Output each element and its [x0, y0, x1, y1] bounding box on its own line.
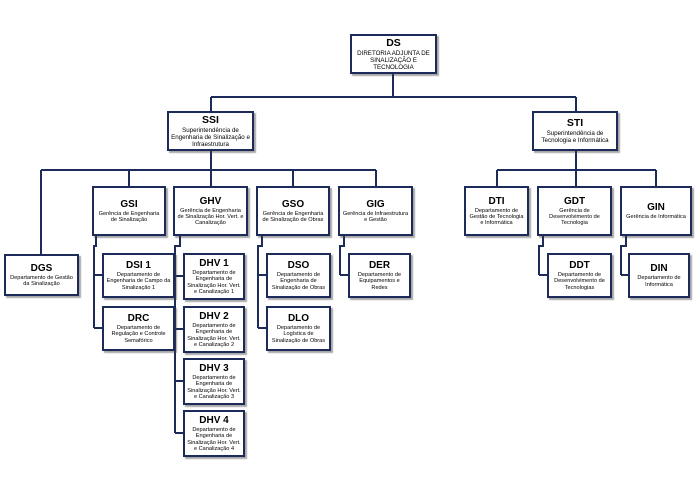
node-gin: GIN Gerência de Informática [620, 186, 692, 236]
node-name: Gerência de Engenharia de Sinalização de… [262, 210, 324, 223]
connector-ghv-spine [174, 236, 181, 433]
node-name: Gerência de Infraestrutura e Gestão [342, 210, 409, 223]
node-name: Departamento de Regulação e Controle Sem… [111, 325, 166, 344]
node-code: DLO [287, 313, 310, 325]
node-name: Gerência de Engenharia de Sinalização Ho… [177, 207, 244, 227]
node-code: SSI [202, 113, 219, 126]
node-name: Gerência de Informática [626, 213, 686, 220]
node-name: Departamento de Logística de Sinalização… [271, 325, 326, 344]
node-dti: DTI Departamento de Gestão de Tecnologia… [464, 186, 529, 236]
node-ds: DS DIRETORIA ADJUNTA DE SINALIZAÇÃO E TE… [350, 34, 437, 74]
node-code: DER [368, 260, 391, 272]
node-code: GIN [647, 201, 665, 213]
node-ghv: GHV Gerência de Engenharia de Sinalizaçã… [173, 186, 248, 236]
node-name: Departamento de Engenharia de Sinalizaçã… [187, 323, 241, 348]
node-code: STI [566, 117, 584, 129]
node-dsi1: DSI 1 Departamento de Engenharia de Camp… [102, 253, 175, 298]
node-code: DSO [287, 260, 310, 272]
node-name: Departamento de Engenharia de Sinalizaçã… [187, 427, 241, 452]
node-gso: GSO Gerência de Engenharia de Sinalizaçã… [256, 186, 330, 236]
node-name: Departamento de Gestão da Sinalização [10, 274, 73, 287]
node-name: Departamento de Engenharia de Sinalizaçã… [187, 270, 241, 295]
node-code: DRC [127, 313, 150, 325]
node-code: DS [386, 36, 401, 49]
node-name: Departamento de Desenvolvimento de Tecno… [554, 272, 605, 291]
node-code: DHV 2 [199, 311, 229, 323]
node-ssi: SSI Superintendência de Engenharia de Si… [167, 111, 254, 151]
node-ddt: DDT Departamento de Desenvolvimento de T… [547, 253, 612, 298]
node-code: DIN [650, 263, 668, 275]
node-dlo: DLO Departamento de Logística de Sinaliz… [266, 306, 331, 351]
node-dhv3: DHV 3 Departamento de Engenharia de Sina… [183, 358, 245, 405]
node-name: Departamento de Gestão de Tecnologia e I… [469, 207, 524, 227]
node-code: DHV 3 [199, 363, 229, 375]
node-gdt: GDT Gerência de Desenvolvimento de Tecno… [537, 186, 612, 236]
node-din: DIN Departamento de Informática [628, 253, 690, 298]
node-der: DER Departamento de Equipamentos e Redes [348, 253, 411, 298]
node-name: DIRETORIA ADJUNTA DE SINALIZAÇÃO E TECNO… [357, 49, 430, 71]
node-gsi: GSI Gerência de Engenharia de Sinalizaçã… [92, 186, 166, 236]
node-code: DSI 1 [125, 260, 151, 272]
node-name: Departamento de Engenharia de Sinalizaçã… [271, 272, 326, 291]
node-name: Superintendência de Engenharia de Sinali… [171, 126, 250, 148]
node-dhv4: DHV 4 Departamento de Engenharia de Sina… [183, 410, 245, 457]
node-name: Gerência de Desenvolvimento de Tecnologi… [549, 207, 600, 227]
node-name: Departamento de Engenharia de Sinalizaçã… [187, 375, 241, 400]
node-dgs: DGS Departamento de Gestão da Sinalizaçã… [4, 254, 79, 296]
node-dhv1: DHV 1 Departamento de Engenharia de Sina… [183, 253, 245, 300]
connector-gdt-spine [538, 236, 544, 275]
connector-gso-spine [257, 236, 263, 328]
node-code: DHV 1 [199, 258, 229, 270]
node-code: GDT [563, 195, 586, 207]
node-code: DDT [569, 260, 590, 272]
node-name: Departamento de Engenharia de Campo da S… [106, 272, 171, 291]
node-code: GSI [120, 198, 138, 210]
node-dso: DSO Departamento de Engenharia de Sinali… [266, 253, 331, 298]
node-code: DGS [30, 262, 53, 274]
node-code: GHV [199, 195, 222, 207]
node-sti: STI Superintendência de Tecnologia e Inf… [532, 111, 618, 151]
connector-gig-spine [339, 236, 345, 275]
node-drc: DRC Departamento de Regulação e Controle… [102, 306, 175, 351]
connector-gin-spine [620, 236, 627, 275]
node-name: Superintendência de Tecnologia e Informá… [541, 130, 609, 144]
connector-gsi-spine [93, 236, 97, 328]
node-code: GIG [366, 198, 385, 210]
node-code: GSO [281, 198, 305, 210]
node-dhv2: DHV 2 Departamento de Engenharia de Sina… [183, 306, 245, 353]
node-name: Gerência de Engenharia de Sinalização [98, 210, 160, 223]
node-name: Departamento de Informática [637, 275, 681, 288]
node-code: DHV 4 [199, 415, 229, 427]
node-code: DTI [488, 195, 505, 207]
node-gig: GIG Gerência de Infraestrutura e Gestão [338, 186, 413, 236]
node-name: Departamento de Equipamentos e Redes [357, 272, 402, 291]
